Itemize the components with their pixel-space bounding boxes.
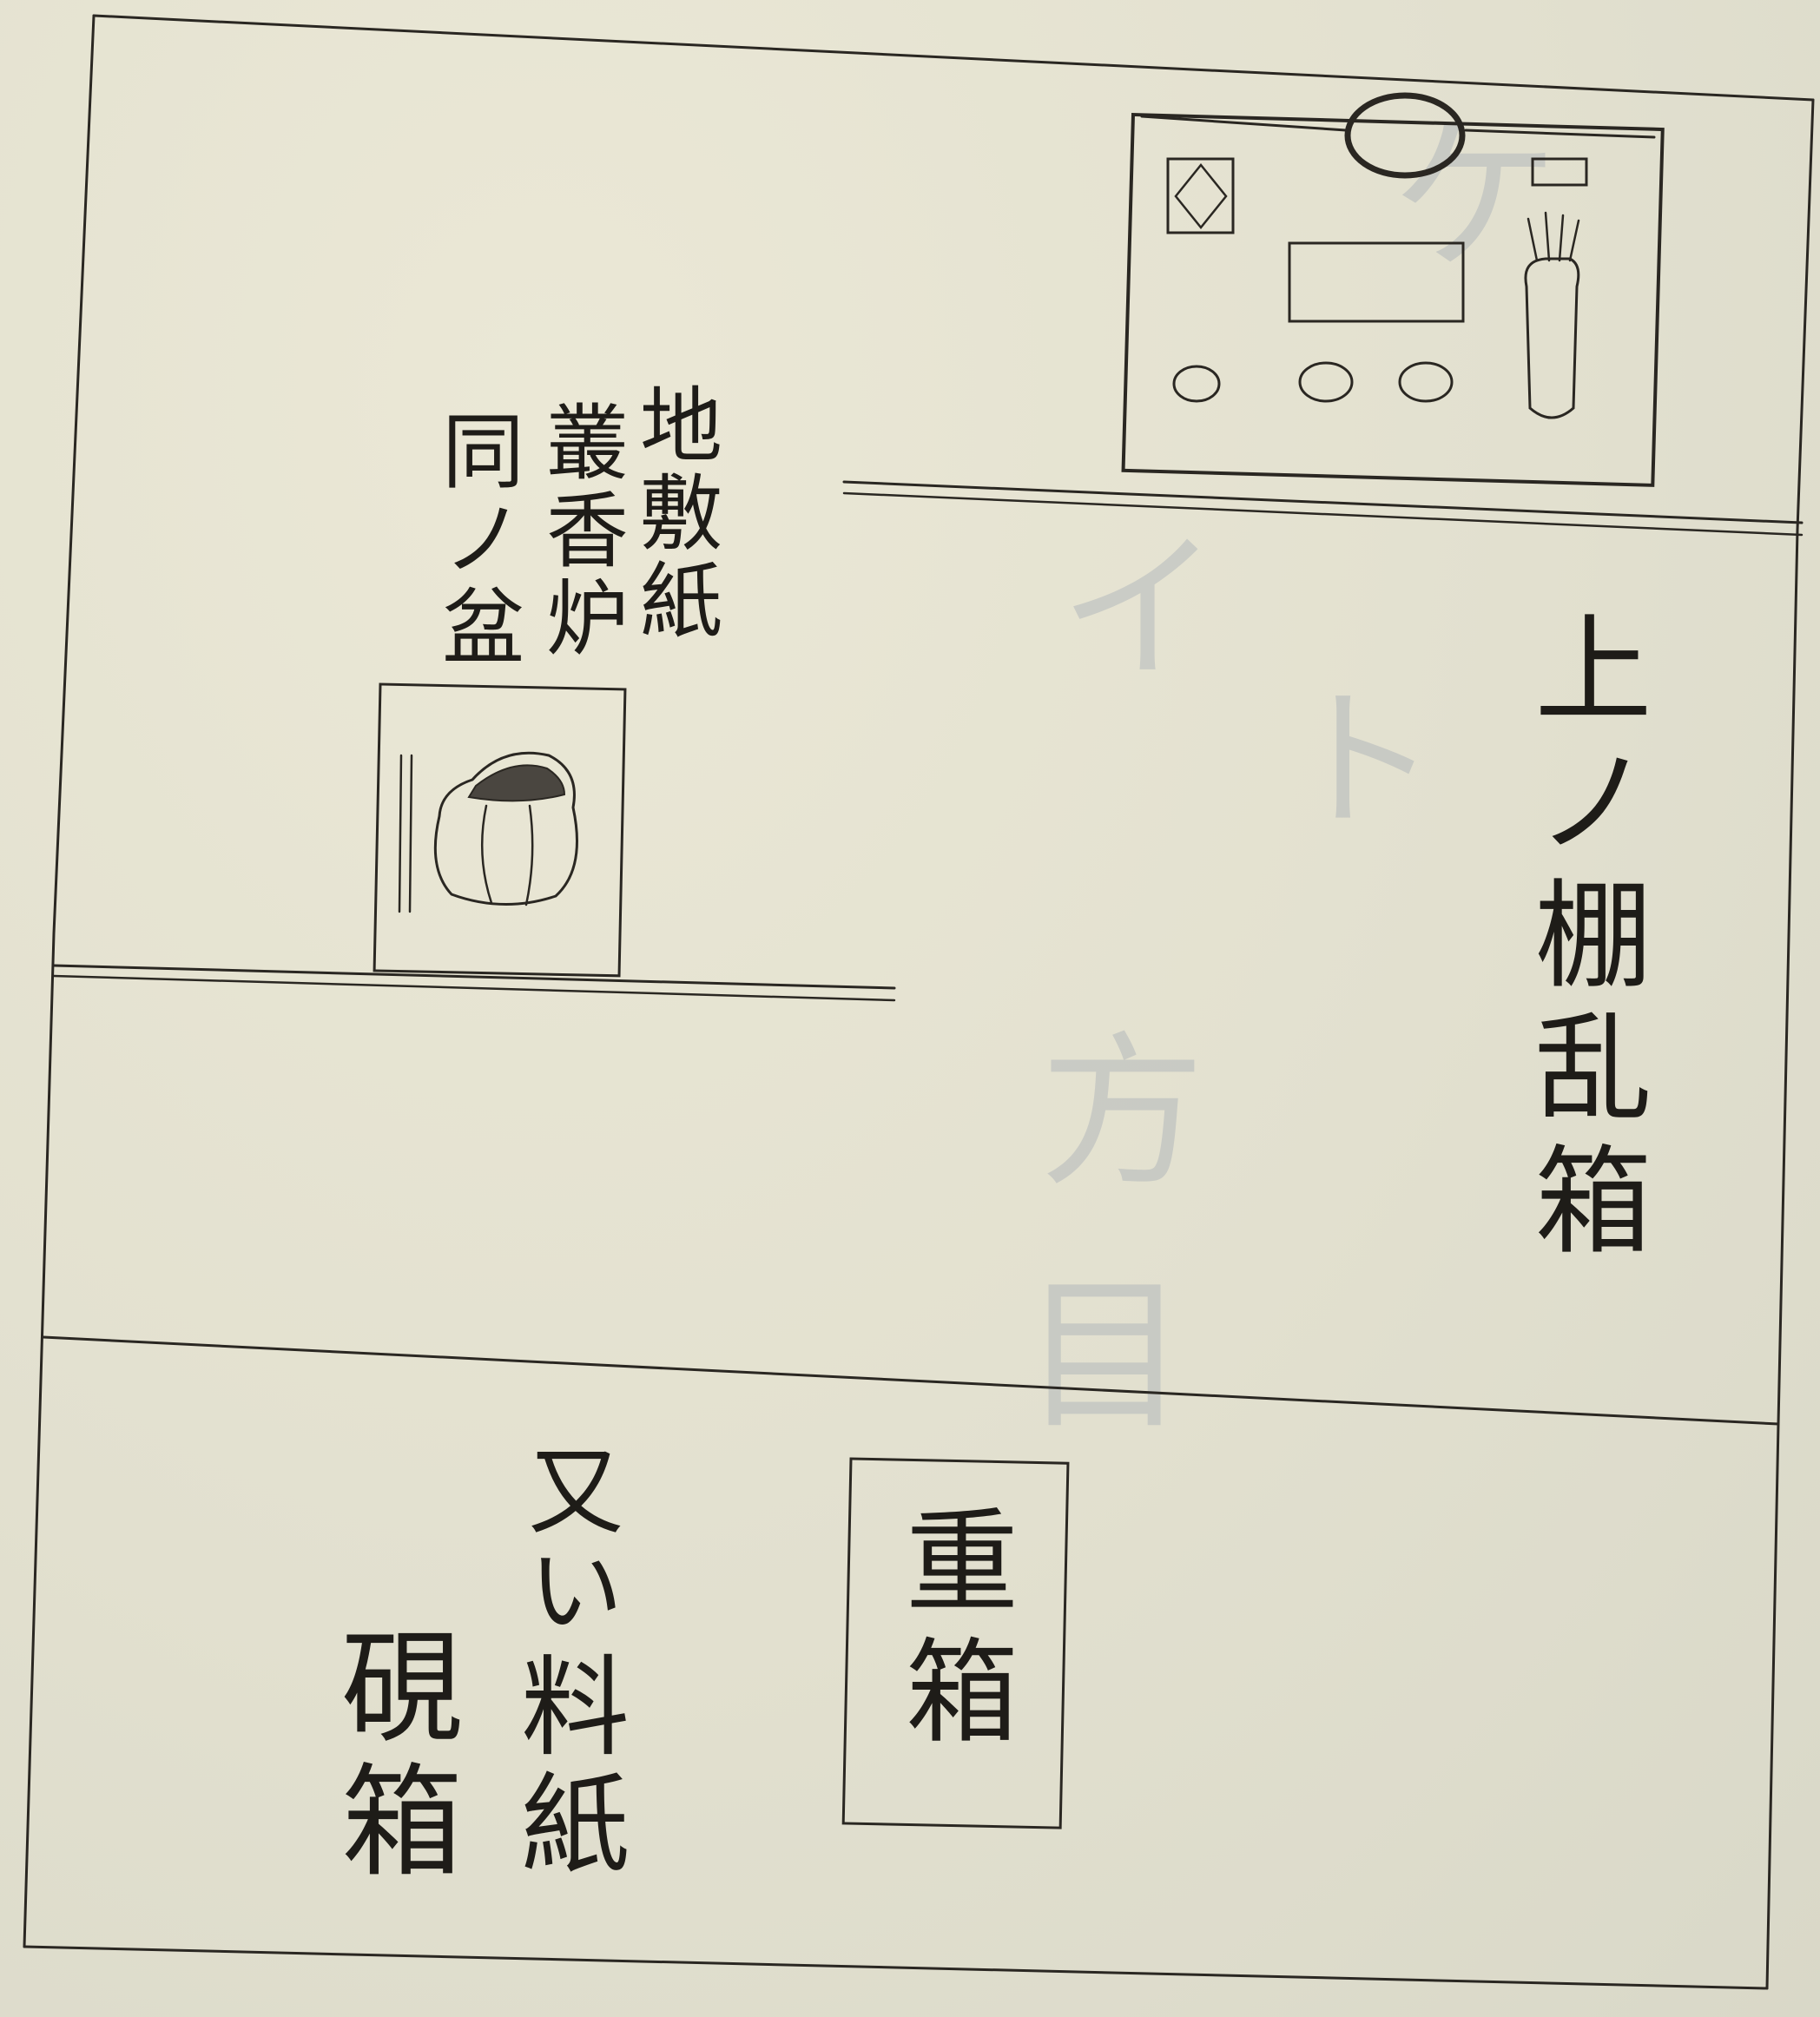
- tray-dish: [1172, 365, 1221, 403]
- paper-note-label: 又い: [511, 1441, 623, 1639]
- frame-top-line: [92, 14, 1815, 102]
- tray-dish: [1298, 361, 1354, 403]
- bottom-compartment-line: [42, 1335, 1780, 1426]
- upper-shelf-line: [842, 491, 1804, 537]
- incense-item-label: 同ノ盆: [428, 408, 524, 671]
- stacked-box-frame: [841, 1457, 1070, 1829]
- frame-bottom-line: [23, 1945, 1769, 1990]
- tray-stick-box: [1288, 241, 1465, 323]
- bleed-through-char: 方: [1012, 1025, 1203, 1190]
- upper-shelf-label: 上ノ棚乱箱: [1514, 608, 1651, 1272]
- paper-note-label: 料紙: [502, 1650, 628, 1884]
- bleed-through-char: ト: [1256, 677, 1437, 834]
- tray-vase: [1524, 257, 1580, 419]
- stacked-box-label: 重箱: [887, 1502, 1019, 1763]
- bleed-through-char: イ: [1029, 521, 1221, 686]
- frame-right-line: [1765, 98, 1815, 1990]
- tray-handle-ring: [1344, 92, 1466, 179]
- upper-shelf-line: [842, 480, 1804, 524]
- tray-small-box: [1166, 157, 1235, 234]
- ink-box-label: 硯箱: [320, 1624, 462, 1891]
- lower-shelf-line: [52, 974, 896, 1002]
- incense-item-label: 地敷紙: [626, 382, 722, 645]
- lower-shelf-line: [52, 964, 896, 990]
- incense-burner-drawing: [373, 682, 627, 978]
- tray-dish: [1398, 361, 1454, 403]
- tray-drawing: [1121, 92, 1665, 487]
- frame-left-line: [23, 14, 96, 1948]
- bleed-through-char: 目: [994, 1268, 1186, 1433]
- incense-item-label: 叢香炉: [532, 399, 628, 662]
